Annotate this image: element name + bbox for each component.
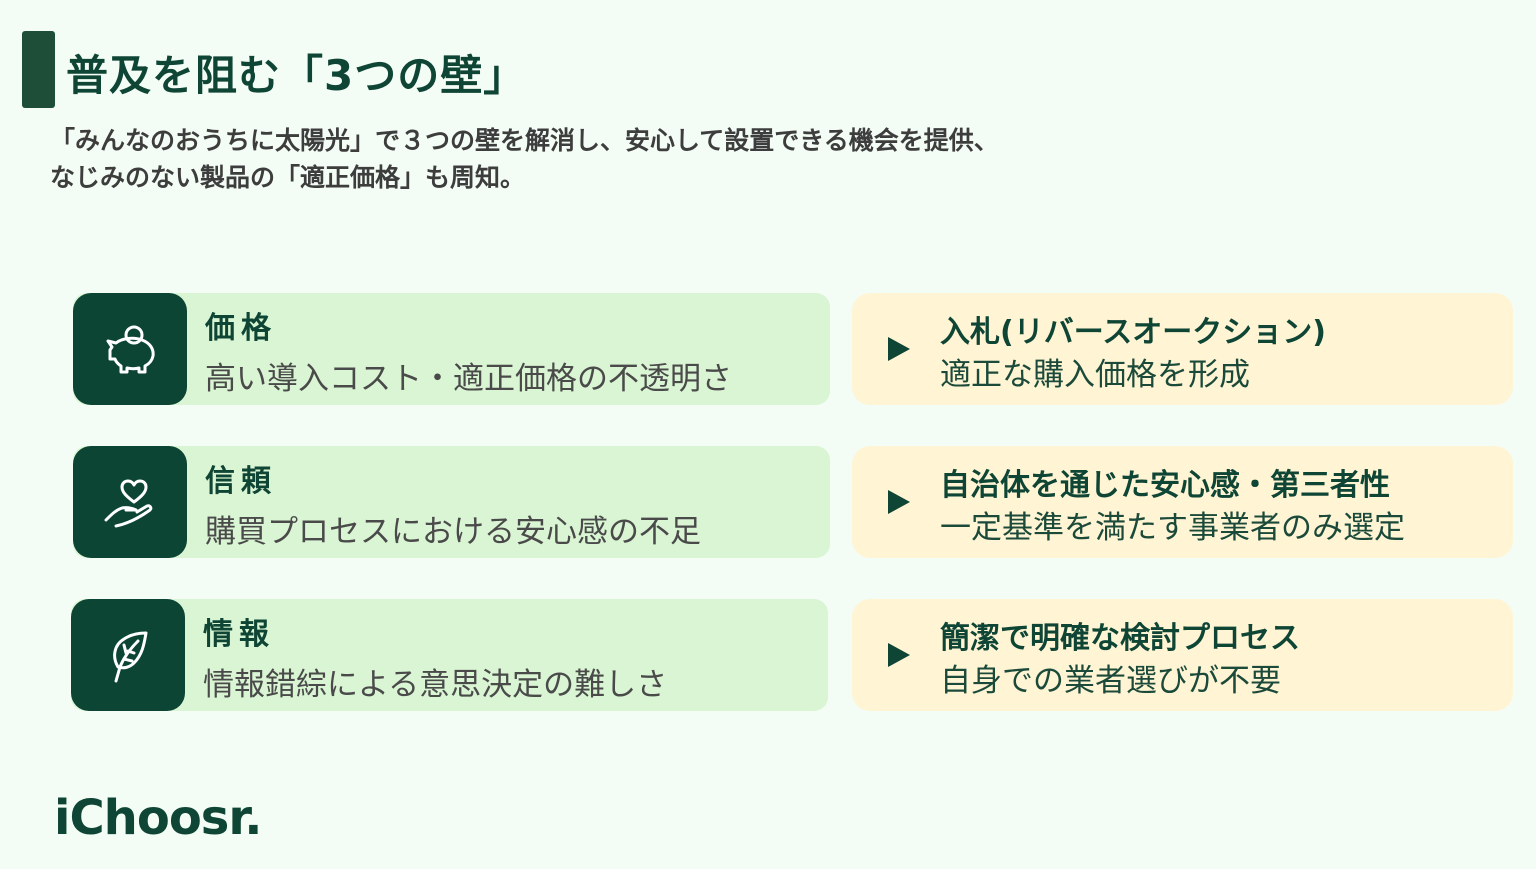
arrow-right-icon xyxy=(888,337,910,361)
solution-card-auction: 入札(リバースオークション) 適正な購入価格を形成 xyxy=(852,293,1513,405)
arrow-right-icon xyxy=(888,490,910,514)
page-subtitle: 「みんなのおうちに太陽光」で３つの壁を解消し、安心して設置できる機会を提供、 な… xyxy=(50,122,999,196)
solution-card-process: 簡潔で明確な検討プロセス 自身での業者選びが不要 xyxy=(852,599,1513,711)
solution-title: 簡潔で明確な検討プロセス xyxy=(940,621,1300,656)
solution-title: 入札(リバースオークション) xyxy=(940,315,1326,350)
barrier-card-price: 価格 高い導入コスト・適正価格の不透明さ xyxy=(73,293,830,405)
page-title: 普及を阻む「3つの壁」 xyxy=(66,51,527,100)
solution-title: 自治体を通じた安心感・第三者性 xyxy=(940,468,1390,503)
barrier-card-information: 情報 情報錯綜による意思決定の難しさ xyxy=(71,599,828,711)
piggy-bank-icon xyxy=(73,293,187,405)
barrier-description: 購買プロセスにおける安心感の不足 xyxy=(205,514,701,550)
title-accent-bar xyxy=(22,31,55,108)
solution-description: 適正な購入価格を形成 xyxy=(940,357,1250,393)
arrow-right-icon xyxy=(888,643,910,667)
barrier-card-trust: 信頼 購買プロセスにおける安心感の不足 xyxy=(73,446,830,558)
barrier-description: 情報錯綜による意思決定の難しさ xyxy=(203,667,668,703)
ichoosr-logo: iChoosr. xyxy=(54,790,262,846)
solution-description: 一定基準を満たす事業者のみ選定 xyxy=(940,510,1405,546)
solution-card-municipality: 自治体を通じた安心感・第三者性 一定基準を満たす事業者のみ選定 xyxy=(852,446,1513,558)
subtitle-line-1: 「みんなのおうちに太陽光」で３つの壁を解消し、安心して設置できる機会を提供、 xyxy=(50,126,999,155)
barrier-title: 価格 xyxy=(205,311,277,346)
subtitle-line-2: なじみのない製品の「適正価格」も周知。 xyxy=(50,163,526,192)
barrier-title: 信頼 xyxy=(205,464,277,499)
solution-description: 自身での業者選びが不要 xyxy=(940,663,1281,699)
barrier-description: 高い導入コスト・適正価格の不透明さ xyxy=(205,361,732,397)
leaf-icon xyxy=(71,599,185,711)
heart-hand-icon xyxy=(73,446,187,558)
barrier-title: 情報 xyxy=(203,617,275,652)
